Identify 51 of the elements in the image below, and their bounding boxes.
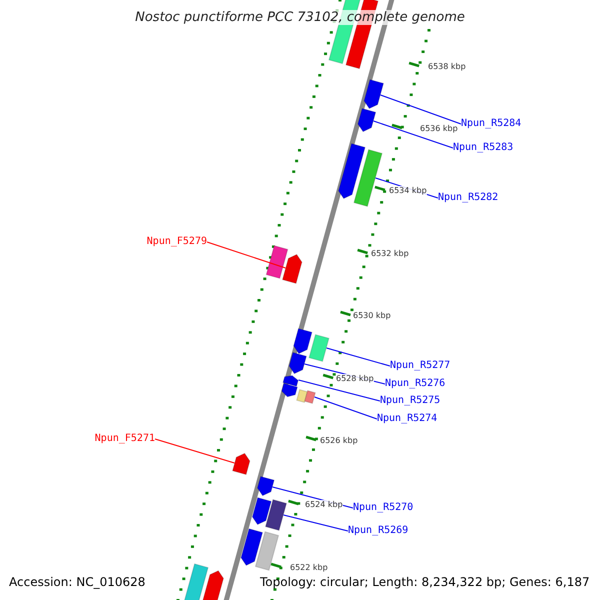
gene-label: Npun_F5279 xyxy=(146,236,207,248)
gene-block xyxy=(200,570,224,600)
tick-label: 6530 kbp xyxy=(353,311,391,321)
info-text: Topology: circular; Length: 8,234,322 bp; Genes: 6,187 xyxy=(260,575,590,589)
gene-block xyxy=(353,149,383,207)
gene-block xyxy=(282,254,302,284)
gene-block xyxy=(308,334,330,362)
gene-block xyxy=(357,108,376,132)
gene-block xyxy=(240,528,264,566)
tick-label: 6526 kbp xyxy=(320,436,358,446)
gene-label: Npun_R5276 xyxy=(385,378,446,390)
leader-line xyxy=(283,514,348,532)
leader-line xyxy=(326,348,390,366)
gene-block xyxy=(256,476,275,496)
gene-block xyxy=(232,452,250,476)
leader-line xyxy=(206,242,286,268)
gene-label: Npun_R5269 xyxy=(348,525,408,537)
gene-label: Npun_R5277 xyxy=(390,360,450,372)
tick-label: 6524 kbp xyxy=(305,500,343,510)
gene-block xyxy=(266,245,288,279)
title: Nostoc punctiforme PCC 73102, complete genome xyxy=(135,10,465,25)
tick-label: 6528 kbp xyxy=(336,374,374,384)
gene-block xyxy=(296,389,308,403)
leader-line xyxy=(298,380,380,402)
gene-label: Npun_R5283 xyxy=(453,142,514,154)
gene-block xyxy=(282,375,299,387)
gene-label: Npun_R5284 xyxy=(461,118,522,130)
gene-block xyxy=(364,79,384,110)
gene-label: Npun_R5275 xyxy=(380,395,440,407)
tick-label: 6522 kbp xyxy=(290,563,328,573)
leader-line xyxy=(154,438,235,464)
gene-block xyxy=(183,563,209,600)
gene-label: Npun_R5282 xyxy=(438,192,498,204)
gene-block xyxy=(254,531,280,571)
gene-label: Npun_R5270 xyxy=(353,502,414,514)
gene-block xyxy=(264,499,288,531)
info-text: Accession: NC_010628 xyxy=(9,575,146,589)
gene-label: Npun_R5274 xyxy=(377,413,438,425)
tick-label: 6536 kbp xyxy=(420,124,458,134)
gene-block xyxy=(252,497,272,526)
tick-label: 6538 kbp xyxy=(428,62,466,72)
gene-label: Npun_F5271 xyxy=(94,433,155,445)
leader-line xyxy=(314,396,378,420)
gene-block xyxy=(293,328,313,354)
tick-label: 6534 kbp xyxy=(389,186,427,196)
leader-line xyxy=(373,120,454,148)
gene-block xyxy=(304,390,316,404)
gene-block xyxy=(338,143,366,200)
tick-label: 6532 kbp xyxy=(371,249,409,259)
gene-block xyxy=(281,382,298,398)
leader-line xyxy=(380,94,462,124)
